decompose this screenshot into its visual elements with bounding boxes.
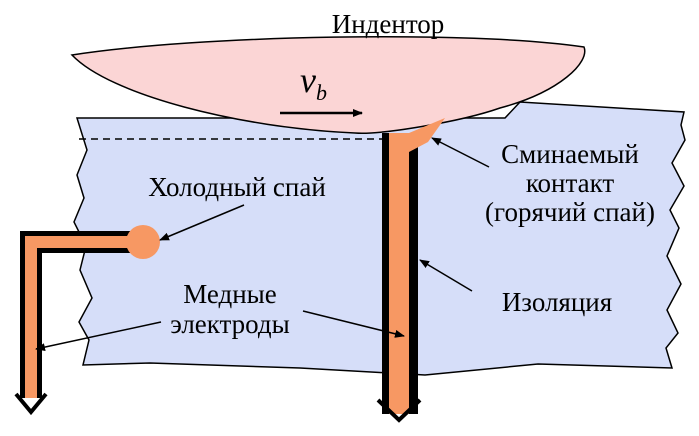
contact-label-line2: контакт <box>526 168 615 198</box>
electrodes-pointer-left <box>35 321 162 352</box>
right-electrode-arrowhead <box>376 398 422 423</box>
insulation-label: Изоляция <box>502 287 612 317</box>
indenter-body <box>70 35 586 134</box>
contact-label-line1: Сминаемый <box>501 139 639 169</box>
electrodes-pointer-right <box>302 310 405 338</box>
velocity-symbol: v <box>300 60 316 100</box>
left-electrode-arrowhead <box>14 392 48 416</box>
cold-junction-pointer <box>159 204 245 241</box>
contact-pointer <box>431 137 490 168</box>
insulation-pointer <box>419 259 473 292</box>
cold-junction-label: Холодный спай <box>148 172 326 202</box>
cold-junction-dot <box>126 225 160 259</box>
electrodes-label-line2: электроды <box>170 309 290 339</box>
velocity-subscript: b <box>316 80 327 105</box>
right-electrode-copper <box>389 133 409 414</box>
hot-junction-contact <box>409 118 445 152</box>
left-electrode-copper <box>25 236 147 398</box>
indenter-label: Индентор <box>332 9 445 39</box>
electrodes-label-line1: Медные <box>183 279 277 309</box>
contact-label-line3: (горячий спай) <box>485 197 655 227</box>
velocity-label: vb <box>300 60 327 105</box>
